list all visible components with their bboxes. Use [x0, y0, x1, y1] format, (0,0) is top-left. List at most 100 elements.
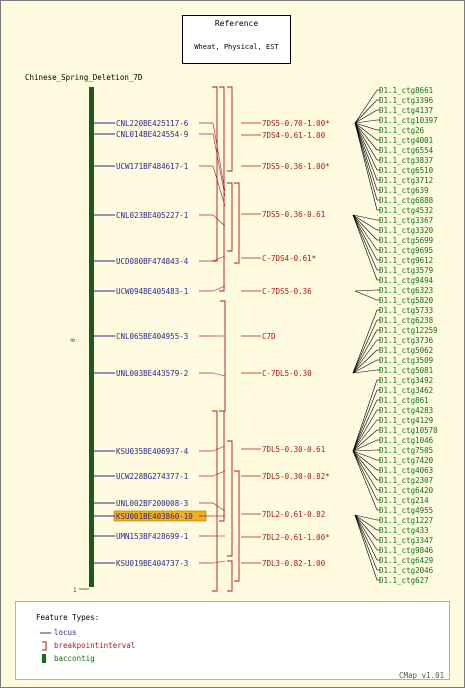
contig-label[interactable]: D1.1_ctg1227: [379, 516, 433, 525]
contig-connector: [354, 514, 378, 561]
interval-bracket[interactable]: [220, 300, 226, 412]
locus-label[interactable]: UMN153BF428699-1: [116, 532, 188, 541]
contig-label[interactable]: D1.1_ctg6323: [379, 286, 433, 295]
contig-label[interactable]: D1.1_ctg5820: [379, 296, 434, 305]
locus-label[interactable]: KSU001BE403860-10: [116, 512, 193, 521]
contig-label[interactable]: D1.1_ctg6420: [379, 486, 434, 495]
interval-label[interactable]: 7DL3-0.82-1.00: [262, 559, 326, 568]
interval-bracket[interactable]: [219, 86, 225, 292]
interval-label[interactable]: 7DL5-0.30-0.61: [262, 445, 325, 454]
contig-label[interactable]: D1.1_ctg627: [379, 576, 429, 585]
contig-label[interactable]: D1.1_ctg9612: [379, 256, 433, 265]
contig-label[interactable]: D1.1_ctg3347: [379, 536, 433, 545]
contig-label[interactable]: D1.1_ctg7505: [379, 446, 433, 455]
interval-bracket[interactable]: [227, 86, 233, 172]
legend-label-locus: locus: [54, 628, 77, 637]
interval-label[interactable]: 7DS5-0.36-1.00*: [262, 162, 330, 171]
locus-label[interactable]: UCW094BE405483-1: [116, 287, 188, 296]
contig-label[interactable]: D1.1_ctg433: [379, 526, 429, 535]
interval-label[interactable]: C-7DS4-0.61*: [262, 254, 316, 263]
contig-label[interactable]: D1.1_ctg3712: [379, 176, 433, 185]
contig-label[interactable]: D1.1_ctg2307: [379, 476, 433, 485]
reference-title: Reference: [214, 19, 259, 28]
contig-label[interactable]: D1.1_ctg10397: [379, 116, 438, 125]
contig-label[interactable]: D1.1_ctg7420: [379, 456, 434, 465]
reference-subtitle: Wheat, Physical, EST: [194, 43, 279, 51]
contig-label[interactable]: D1.1_ctg4129: [379, 416, 433, 425]
contig-label[interactable]: D1.1_ctg9695: [379, 246, 433, 255]
contig-connector: [354, 99, 378, 124]
interval-bracket[interactable]: [212, 410, 218, 592]
contig-label[interactable]: D1.1_ctg3492: [379, 376, 433, 385]
contig-label[interactable]: D1.1_ctg3509: [379, 356, 433, 365]
contig-label[interactable]: D1.1_ctg12259: [379, 326, 438, 335]
contig-label[interactable]: D1.1_ctg3367: [379, 216, 433, 225]
contig-label[interactable]: D1.1_ctg4001: [379, 136, 433, 145]
contig-label[interactable]: D1.1_ctg9494: [379, 276, 434, 285]
interval-label[interactable]: C-7DL5-0.30: [262, 369, 312, 378]
contig-label[interactable]: D1.1_ctg5733: [379, 306, 433, 315]
reference-box[interactable]: Reference Wheat, Physical, EST: [182, 15, 291, 64]
locus-label[interactable]: UCD080BF474843-4: [116, 257, 189, 266]
interval-label[interactable]: C7D: [262, 332, 276, 341]
locus-label[interactable]: UCW228BG274377-1: [116, 472, 188, 481]
contig-label[interactable]: D1.1_ctg3837: [379, 156, 433, 165]
interval-label[interactable]: 7DS4-0.61-1.00: [262, 131, 326, 140]
contig-label[interactable]: D1.1_ctg8661: [379, 86, 433, 95]
locus-label[interactable]: CNL023BE405227-1: [116, 211, 188, 220]
interval-bracket[interactable]: [234, 182, 240, 264]
locus-label[interactable]: CNL014BE424554-9: [116, 130, 188, 139]
map-title[interactable]: Chinese_Spring_Deletion_7D: [25, 73, 143, 82]
contig-label[interactable]: D1.1_ctg26: [379, 126, 425, 135]
contig-label[interactable]: D1.1_ctg3736: [379, 336, 434, 345]
interval-bracket[interactable]: [212, 86, 218, 262]
interval-label[interactable]: C-7DS5-0.36: [262, 287, 312, 296]
contig-label[interactable]: D1.1_ctg5081: [379, 366, 433, 375]
contig-label[interactable]: D1.1_ctg3396: [379, 96, 434, 105]
interval-label[interactable]: 7DL2-0.61-0.82: [262, 510, 325, 519]
contig-label[interactable]: D1.1_ctg6554: [379, 146, 434, 155]
contig-label[interactable]: D1.1_ctg6238: [379, 316, 434, 325]
contig-label[interactable]: D1.1_ctg1046: [379, 436, 434, 445]
contig-connector: [352, 429, 378, 452]
contig-label[interactable]: D1.1_ctg3320: [379, 226, 434, 235]
contig-label[interactable]: D1.1_ctg4137: [379, 106, 433, 115]
locus-label[interactable]: KSU035BE406937-4: [116, 447, 189, 456]
interval-bracket[interactable]: [227, 560, 233, 592]
locus-label[interactable]: CNL220BE425117-6: [116, 119, 189, 128]
interval-label[interactable]: 7DL5-0.30-0.82*: [262, 472, 330, 481]
contig-label[interactable]: D1.1_ctg861: [379, 396, 429, 405]
interval-label[interactable]: 7DS5-0.36-0.61: [262, 210, 325, 219]
contig-label[interactable]: D1.1_ctg4063: [379, 466, 433, 475]
interval-label[interactable]: 7DS5-0.70-1.00*: [262, 119, 330, 128]
contig-label[interactable]: D1.1_ctg6888: [379, 196, 434, 205]
locus-label[interactable]: UNL003BE443579-2: [116, 369, 188, 378]
contig-connector: [352, 450, 378, 501]
interval-bracket[interactable]: [234, 470, 240, 582]
interval-bracket[interactable]: [219, 410, 225, 522]
locus-label[interactable]: KSU019BE404737-3: [116, 559, 188, 568]
contig-label[interactable]: D1.1_ctg6510: [379, 166, 434, 175]
contig-label[interactable]: D1.1_ctg2046: [379, 566, 434, 575]
contig-label[interactable]: D1.1_ctg5062: [379, 346, 433, 355]
locus-label[interactable]: UNL002BF200008-3: [116, 499, 188, 508]
contig-label[interactable]: D1.1_ctg6429: [379, 556, 433, 565]
contig-label[interactable]: D1.1_ctg5699: [379, 236, 433, 245]
contig-bar-icon: [42, 654, 46, 663]
contig-label[interactable]: D1.1_ctg639: [379, 186, 429, 195]
contig-label[interactable]: D1.1_ctg3462: [379, 386, 433, 395]
locus-label[interactable]: CNL065BE404955-3: [116, 332, 188, 341]
interval-bracket[interactable]: [227, 440, 233, 557]
contig-label[interactable]: D1.1_ctg4955: [379, 506, 433, 515]
contig-label[interactable]: D1.1_ctg10570: [379, 426, 438, 435]
interval-label[interactable]: 7DL2-0.61-1.00*: [262, 533, 330, 542]
contig-connector: [354, 89, 378, 124]
contig-label[interactable]: D1.1_ctg4283: [379, 406, 433, 415]
interval-bracket[interactable]: [227, 182, 233, 252]
contig-label[interactable]: D1.1_ctg4532: [379, 206, 433, 215]
contig-label[interactable]: D1.1_ctg9846: [379, 546, 434, 555]
contig-label[interactable]: D1.1_ctg214: [379, 496, 429, 505]
locus-label[interactable]: UCW171BF484617-1: [116, 162, 188, 171]
chromosome-bar[interactable]: [89, 87, 94, 587]
contig-label[interactable]: D1.1_ctg3579: [379, 266, 433, 275]
